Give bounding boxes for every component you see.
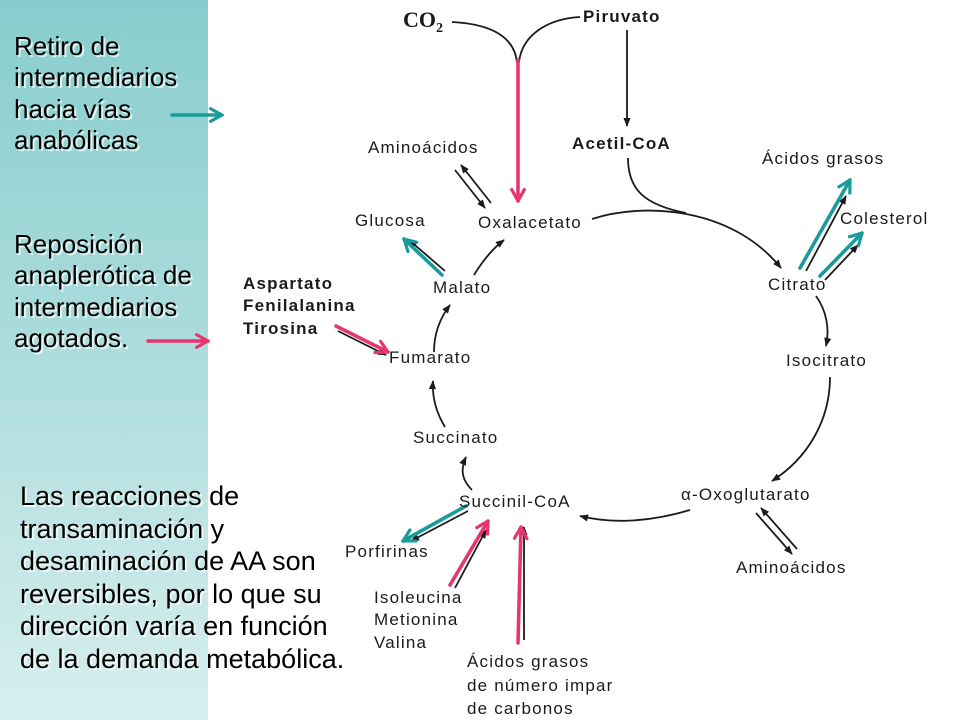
note-replenishment: Reposición anaplerótica de intermediario… [14,229,192,355]
note-line: anabólicas [14,125,139,156]
label-amino-acids-top: Aminoácidos [368,138,479,157]
ink-arrow-citrate-to-cholesterol [824,244,859,281]
arc-citrate-to-isocitrate [815,295,832,347]
label-odd-fatty-acids-line1: Ácidos grasos [467,652,589,671]
label-valine: Valina [374,633,427,652]
note-withdrawal: Retiro de intermediarios hacia vías anab… [14,31,177,157]
note-line: intermediarios [14,291,178,322]
pyruvate-branch-curve [518,16,581,63]
left-accent-panel [0,0,208,720]
note-line: reversibles, por lo que su [20,578,322,609]
arrow-oxoglutarate-to-amino-acids [755,512,793,555]
co2-subscript: 2 [436,21,443,36]
note-line: anaplerótica de [14,260,192,291]
note-line: transaminación y [20,513,225,544]
label-odd-fatty-acids-line3: de carbonos [467,699,574,718]
note-line: Las reacciones de [20,481,240,511]
label-malate: Malato [433,278,491,297]
label-fatty-acids: Ácidos grasos [762,149,884,168]
label-succinyl-coa: Succinil-CoA [459,492,571,511]
label-citrate: Citrato [768,275,826,294]
arrow-amino-acids-to-oxoglutarate [760,507,798,550]
label-pyruvate: Piruvato [583,7,661,26]
arc-fumarate-to-malate [433,304,451,353]
arrow-amino-acids-to-oxaloacetate [454,169,486,209]
acetyl-coa-entry-curve [627,157,687,214]
co2-base: CO [403,7,436,32]
label-isocitrate: Isocitrato [786,351,867,370]
label-acetyl-coa: Acetil-CoA [572,134,671,153]
arc-succinyl-coa-to-succinate [459,456,473,491]
label-amino-acids-bottom: Aminoácidos [736,558,847,577]
label-phenylalanine: Fenilalanina [243,296,356,315]
note-line: agotados. [14,323,129,354]
note-line: intermediarios [14,62,178,93]
label-oxoglutarate: α-Oxoglutarato [681,485,811,504]
note-line: de la demanda metabólica. [20,643,345,674]
label-tyrosine: Tirosina [243,319,318,338]
label-isoleucine: Isoleucina [374,588,463,607]
label-fumarate: Fumarato [389,348,471,367]
ink-arrow-succinyl-to-porphyrins [410,510,469,542]
note-line: desaminación de AA son [20,546,316,577]
arrow-aspartate-group-to-fumarate [334,324,390,355]
ink-arrow-malate-to-glucose [408,239,446,272]
label-methionine: Metionina [374,610,459,629]
label-cholesterol: Colesterol [840,209,929,228]
co2-branch-curve [451,21,518,63]
arrow-oxaloacetate-to-amino-acids [460,164,492,204]
label-glucose: Glucosa [355,211,426,230]
arc-isocitrate-to-oxoglutarate [771,376,831,482]
arrow-citrate-to-fatty-acids [798,178,852,270]
label-aspartate: Aspartato [243,274,333,293]
label-porphyrins: Porfirinas [345,542,429,561]
ink-arrow-isoleucine-to-succinyl [454,529,487,589]
note-line: Reposición [14,229,143,259]
note-line: hacia vías [14,93,132,124]
arrow-isoleucine-group-to-succinyl-coa [448,519,490,587]
note-line: dirección varía en función [20,611,328,642]
arc-oxoglutarate-to-succinyl-coa [579,509,691,522]
label-odd-fatty-acids-line2: de número impar [467,676,614,695]
note-line: Retiro de [14,31,120,61]
label-oxaloacetate: Oxalacetato [478,213,582,232]
arrow-odd-fatty-acids-to-succinyl-coa [512,525,529,645]
arc-malate-to-oxaloacetate [473,239,505,276]
arrow-citrate-to-cholesterol [818,231,864,278]
label-succinate: Succinato [413,428,498,447]
note-reversibility: Las reacciones de transaminación y desam… [20,480,344,676]
arc-succinate-to-fumarate [428,380,446,428]
arrow-succinyl-coa-to-porphyrins [401,504,468,543]
arc-oxaloacetate-to-citrate [591,209,782,269]
ink-arrow-aspartate-to-fumarate [337,330,387,356]
label-co2: CO2 [403,7,443,36]
arrow-malate-to-glucose [402,237,444,277]
ink-arrow-citrate-to-fatty-acids [805,195,847,272]
